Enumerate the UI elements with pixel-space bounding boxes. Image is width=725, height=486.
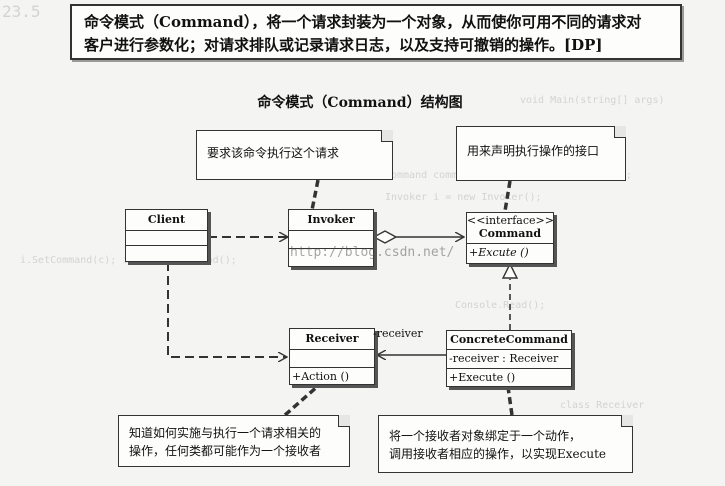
note-text: 操作，任何类都可能作为一个接收者 [129,444,322,458]
class-attributes [126,231,207,246]
class-name: Client [126,210,207,231]
note-text: 调用接收者相应的操作，以实现Execute [389,447,607,461]
ghost-text: class Receiver [560,400,645,411]
note-anchor-line [310,179,320,211]
note-invoker: 要求该命令执行这个请求 [196,130,393,180]
definition-text: ，将一个请求封装为一个对象，从而使你可用不同的请求对 [251,13,642,31]
class-name: ConcreteCommand [447,331,571,350]
class-operation: +Excute () [469,246,529,259]
note-anchor-line [503,180,512,212]
note-receiver: 知道如何实施与执行一个请求相关的 操作，任何类都可能作为一个接收者 [118,415,350,467]
class-receiver: Receiver +Action () [289,328,375,385]
class-name: Invoker [289,210,373,231]
note-command: 用来声明执行操作的接口 [456,126,626,181]
aggregation-diamond [372,230,398,244]
definition-box: 命令模式（Command），将一个请求封装为一个对象，从而使你可用不同的请求对 … [70,4,682,60]
stereotype-label: <<interface>> [467,214,554,227]
note-text: 将一个接收者对象绑定于一个动作， [389,429,582,443]
watermark: http://blog.csdn.net/ [290,245,455,260]
class-name: Command [478,227,542,240]
class-operation: +Execute () [449,371,516,384]
class-attributes [290,350,374,368]
note-anchor-line [506,386,514,416]
ghost-text: Console.Read(); [455,300,546,311]
realization-arrowhead [501,262,519,279]
class-concrete-command: ConcreteCommand -receiver : Receiver +Ex… [446,330,572,387]
class-header: <<interface>> Command [467,213,554,244]
note-anchor-line [283,384,320,417]
class-invoker: Invoker [288,209,374,267]
dependency-client-receiver [167,262,287,357]
note-text: 要求该命令执行这个请求 [207,146,340,160]
ghost-text: 23.5 [2,2,41,21]
definition-text: 客户进行参数化；对请求排队或记录请求日志，以及支持可撤销的操作。[DP] [84,36,603,54]
class-client: Client [125,209,208,262]
class-attribute: -receiver : Receiver [447,350,571,369]
note-text: 用来声明执行操作的接口 [467,144,600,158]
ghost-text: Invoker i = new Invoker(); [385,192,542,203]
note-fold [614,126,626,138]
note-fold [621,415,633,427]
note-text: 知道如何实施与执行一个请求相关的 [129,426,322,440]
class-operation: +Action () [292,370,350,383]
class-attributes [289,231,373,249]
ghost-text: void Main(string[] args) [520,95,665,106]
note-fold [338,415,350,427]
note-fold [381,130,393,142]
association-label: -receiver [373,327,423,340]
note-concrete-command: 将一个接收者对象绑定于一个动作， 调用接收者相应的操作，以实现Execute [378,415,633,473]
class-name: Receiver [290,329,374,350]
diagram-title: 命令模式（Command）结构图 [257,95,463,111]
class-command-interface: <<interface>> Command +Excute () [466,212,554,264]
class-operations [126,246,207,260]
definition-term: 命令模式（Command） [84,13,252,31]
